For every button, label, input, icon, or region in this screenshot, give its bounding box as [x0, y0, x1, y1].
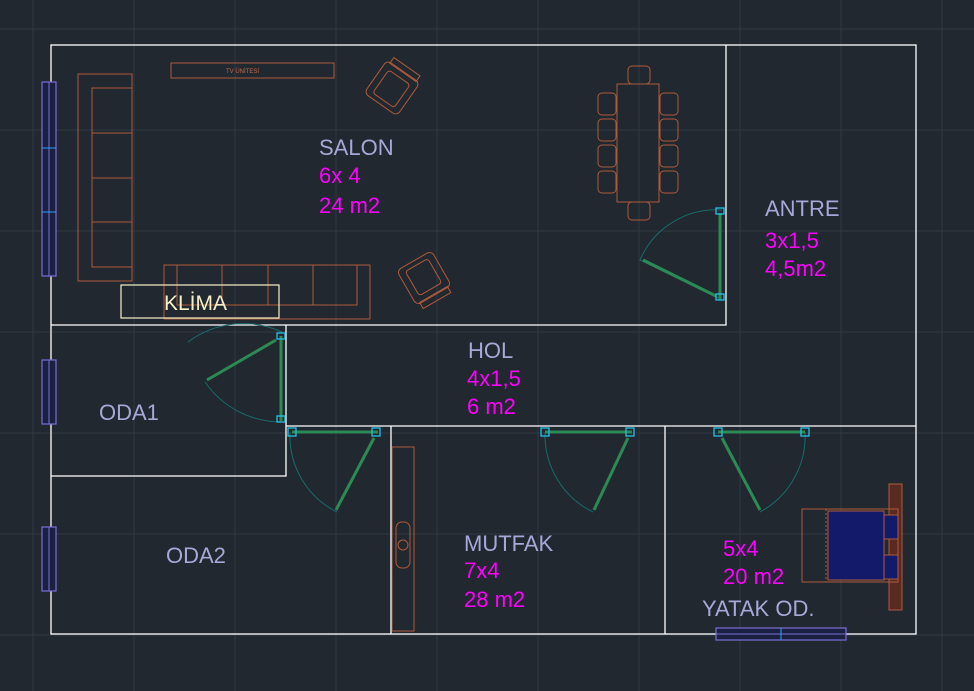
air-conditioner: KLİMA: [120, 284, 280, 319]
room-area-salon: 24 m2: [319, 193, 380, 218]
door-mutfak: [540, 427, 635, 513]
room-area-antre: 4,5m2: [765, 256, 826, 281]
room-dims-mutfak: 7x4: [464, 558, 499, 583]
tv-unit-label: TV ÜNİTESİ: [226, 68, 259, 75]
room-dims-yatak: 5x4: [723, 536, 758, 561]
door-oda1: [187, 323, 286, 423]
dining-table: [597, 65, 679, 221]
room-name-salon: SALON: [319, 135, 394, 160]
armchair-top: [365, 56, 421, 115]
room-name-yatak: YATAK OD.: [702, 596, 814, 621]
door-entrance: [639, 207, 725, 301]
room-dims-antre: 3x1,5: [765, 228, 819, 253]
room-name-hol: HOL: [468, 338, 513, 363]
klima-label: KLİMA: [164, 292, 227, 315]
room-dims-salon: 6x 4: [319, 163, 361, 188]
windows: [41, 81, 847, 641]
room-dims-hol: 4x1,5: [467, 366, 521, 391]
room-name-mutfak: MUTFAK: [464, 531, 554, 556]
room-name-antre: ANTRE: [765, 196, 840, 221]
door-yatak: [713, 427, 810, 513]
room-labels: SALON 6x 4 24 m2 ANTRE 3x1,5 4,5m2 HOL 4…: [99, 135, 840, 621]
room-area-mutfak: 28 m2: [464, 587, 525, 612]
door-oda2: [287, 427, 381, 513]
bed: [801, 483, 903, 611]
sofa-left: [77, 73, 133, 282]
armchair-bottom: [398, 252, 452, 310]
walls: [50, 44, 917, 635]
tv-unit: TV ÜNİTESİ: [170, 62, 335, 79]
room-area-hol: 6 m2: [467, 394, 516, 419]
room-area-yatak: 20 m2: [723, 564, 784, 589]
room-name-oda1: ODA1: [99, 400, 159, 425]
room-name-oda2: ODA2: [166, 543, 226, 568]
kitchen-counter: [391, 446, 415, 632]
